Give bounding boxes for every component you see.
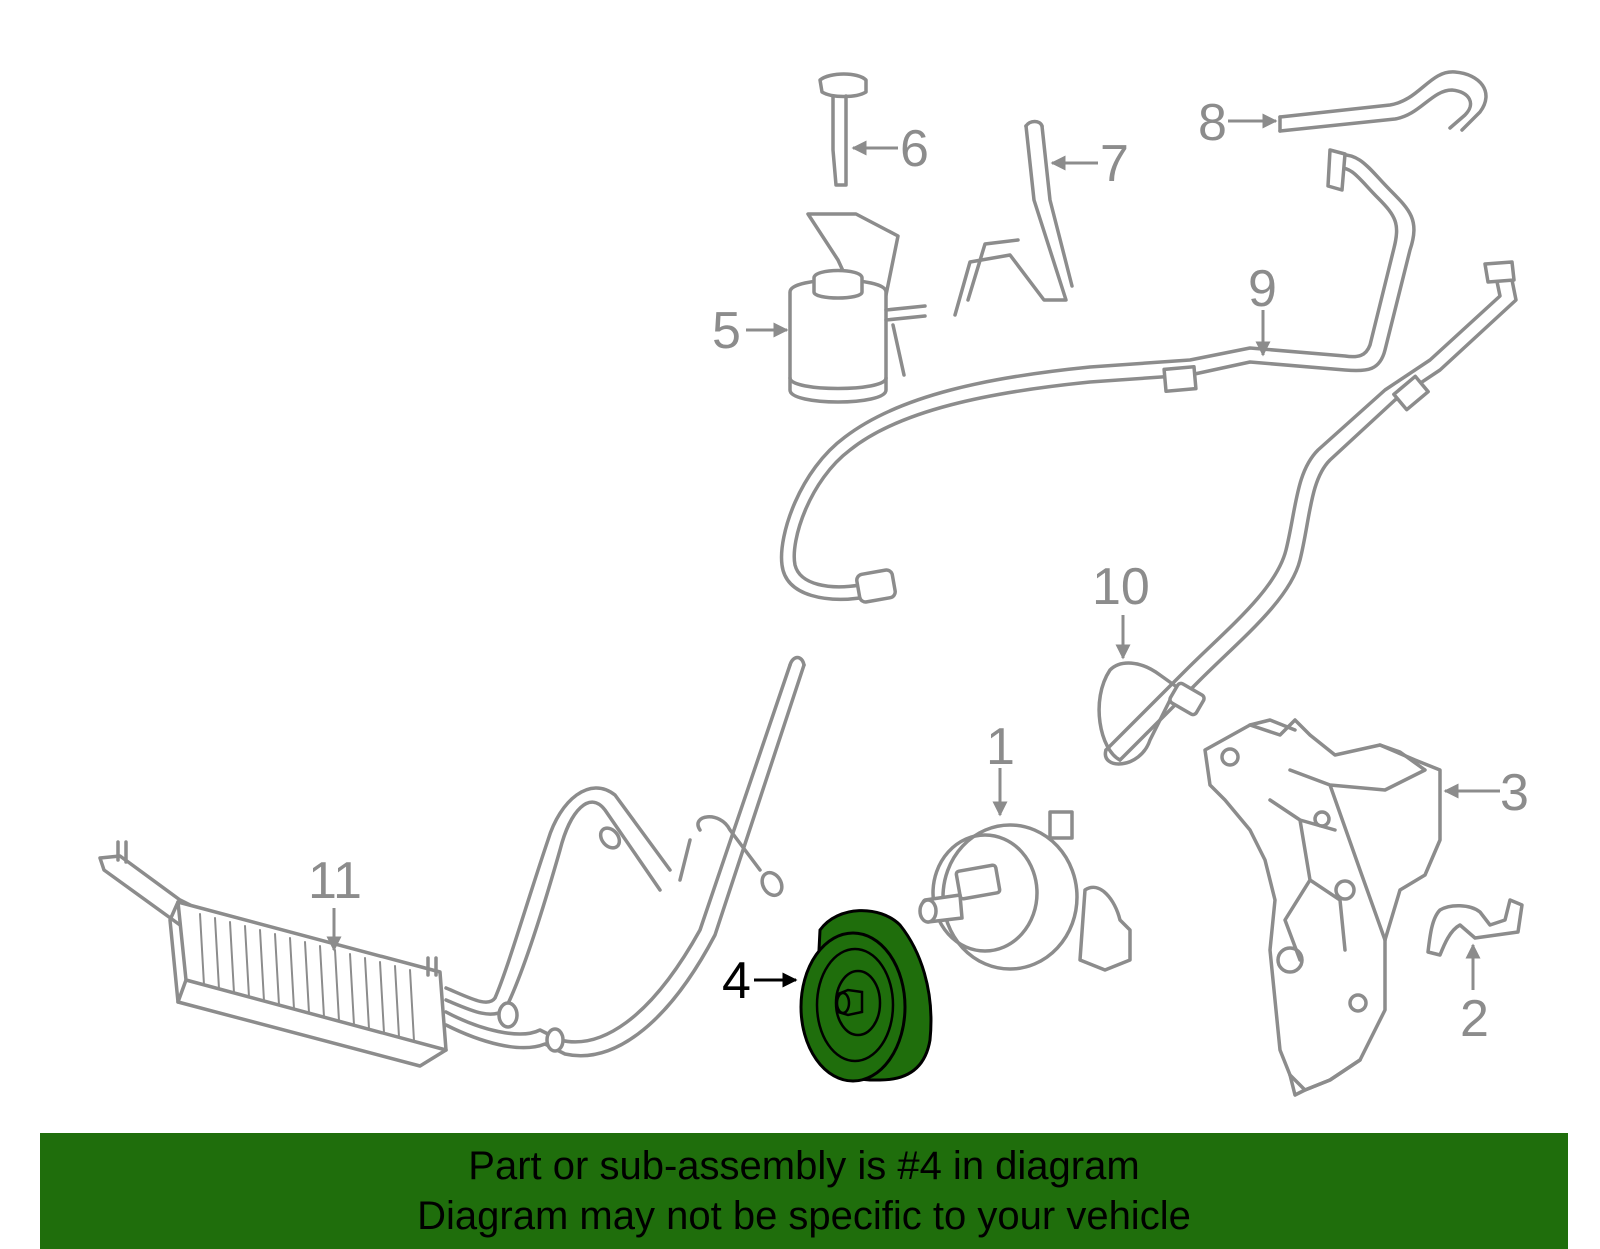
callout-9: 9 (1248, 260, 1277, 318)
part-1-pump[interactable] (918, 810, 1132, 972)
callout-5: 5 (712, 302, 741, 360)
callout-arrows (326, 113, 1500, 990)
callout-8: 8 (1198, 94, 1227, 152)
callout-2: 2 (1460, 990, 1489, 1048)
banner-line-2: Diagram may not be specific to your vehi… (417, 1194, 1191, 1238)
callout-11: 11 (308, 852, 362, 910)
callout-1: 1 (986, 718, 1015, 776)
callout-6: 6 (900, 120, 929, 178)
callout-7: 7 (1100, 135, 1129, 193)
part-5-reservoir[interactable] (788, 212, 927, 404)
part-11-cooler[interactable] (98, 655, 806, 1068)
part-3-bracket[interactable] (1203, 718, 1442, 1097)
part-7-hose[interactable] (953, 119, 1074, 317)
part-2-bracket[interactable] (1426, 898, 1524, 957)
info-banner: Part or sub-assembly is #4 in diagram Di… (40, 1133, 1568, 1249)
part-9-pressure-line[interactable] (779, 148, 1416, 604)
callout-4: 4 (722, 952, 751, 1010)
banner-line-1: Part or sub-assembly is #4 in diagram (468, 1144, 1140, 1188)
callout-10: 10 (1092, 558, 1150, 616)
part-4-pulley[interactable] (799, 909, 933, 1083)
part-8-hose[interactable] (1278, 70, 1488, 133)
part-6-dipstick-cap[interactable] (818, 72, 868, 187)
callout-3: 3 (1500, 764, 1529, 822)
part-10-line[interactable] (1097, 260, 1518, 766)
